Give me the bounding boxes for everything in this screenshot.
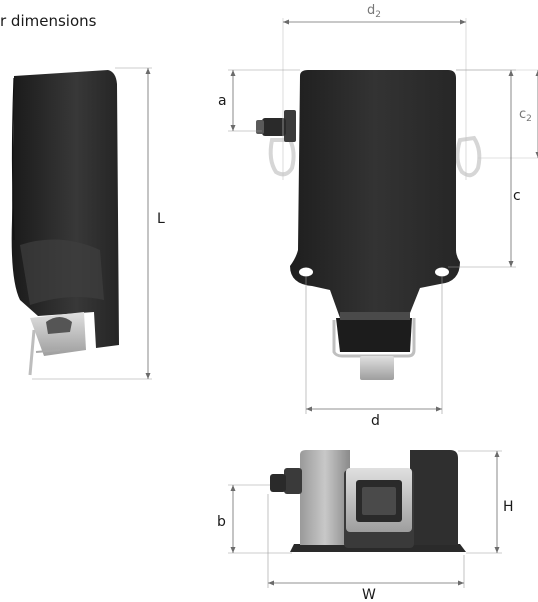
dimension-c [448,69,516,268]
dimension-L [32,67,152,380]
dimension-label-L: L [157,211,165,227]
dimension-label-W: W [362,587,376,602]
dimension-label-H: H [503,499,514,515]
page-title: r dimensions [0,12,97,30]
dimension-label-c2: c2 [519,107,532,124]
dimension-H [458,450,502,554]
dimension-d2 [282,18,467,180]
dimension-label-d: d [371,413,380,429]
dimension-label-d2: d2 [367,3,381,20]
dimension-label-a: a [218,93,227,109]
front-view [256,70,482,380]
dimension-W [267,494,465,588]
dimension-d [305,277,443,414]
dimension-label-c: c [513,188,521,204]
dimension-a [228,69,300,132]
bottom-view [270,450,466,552]
side-view [11,70,120,376]
dimension-label-b: b [217,514,226,530]
dimension-b [228,484,292,554]
